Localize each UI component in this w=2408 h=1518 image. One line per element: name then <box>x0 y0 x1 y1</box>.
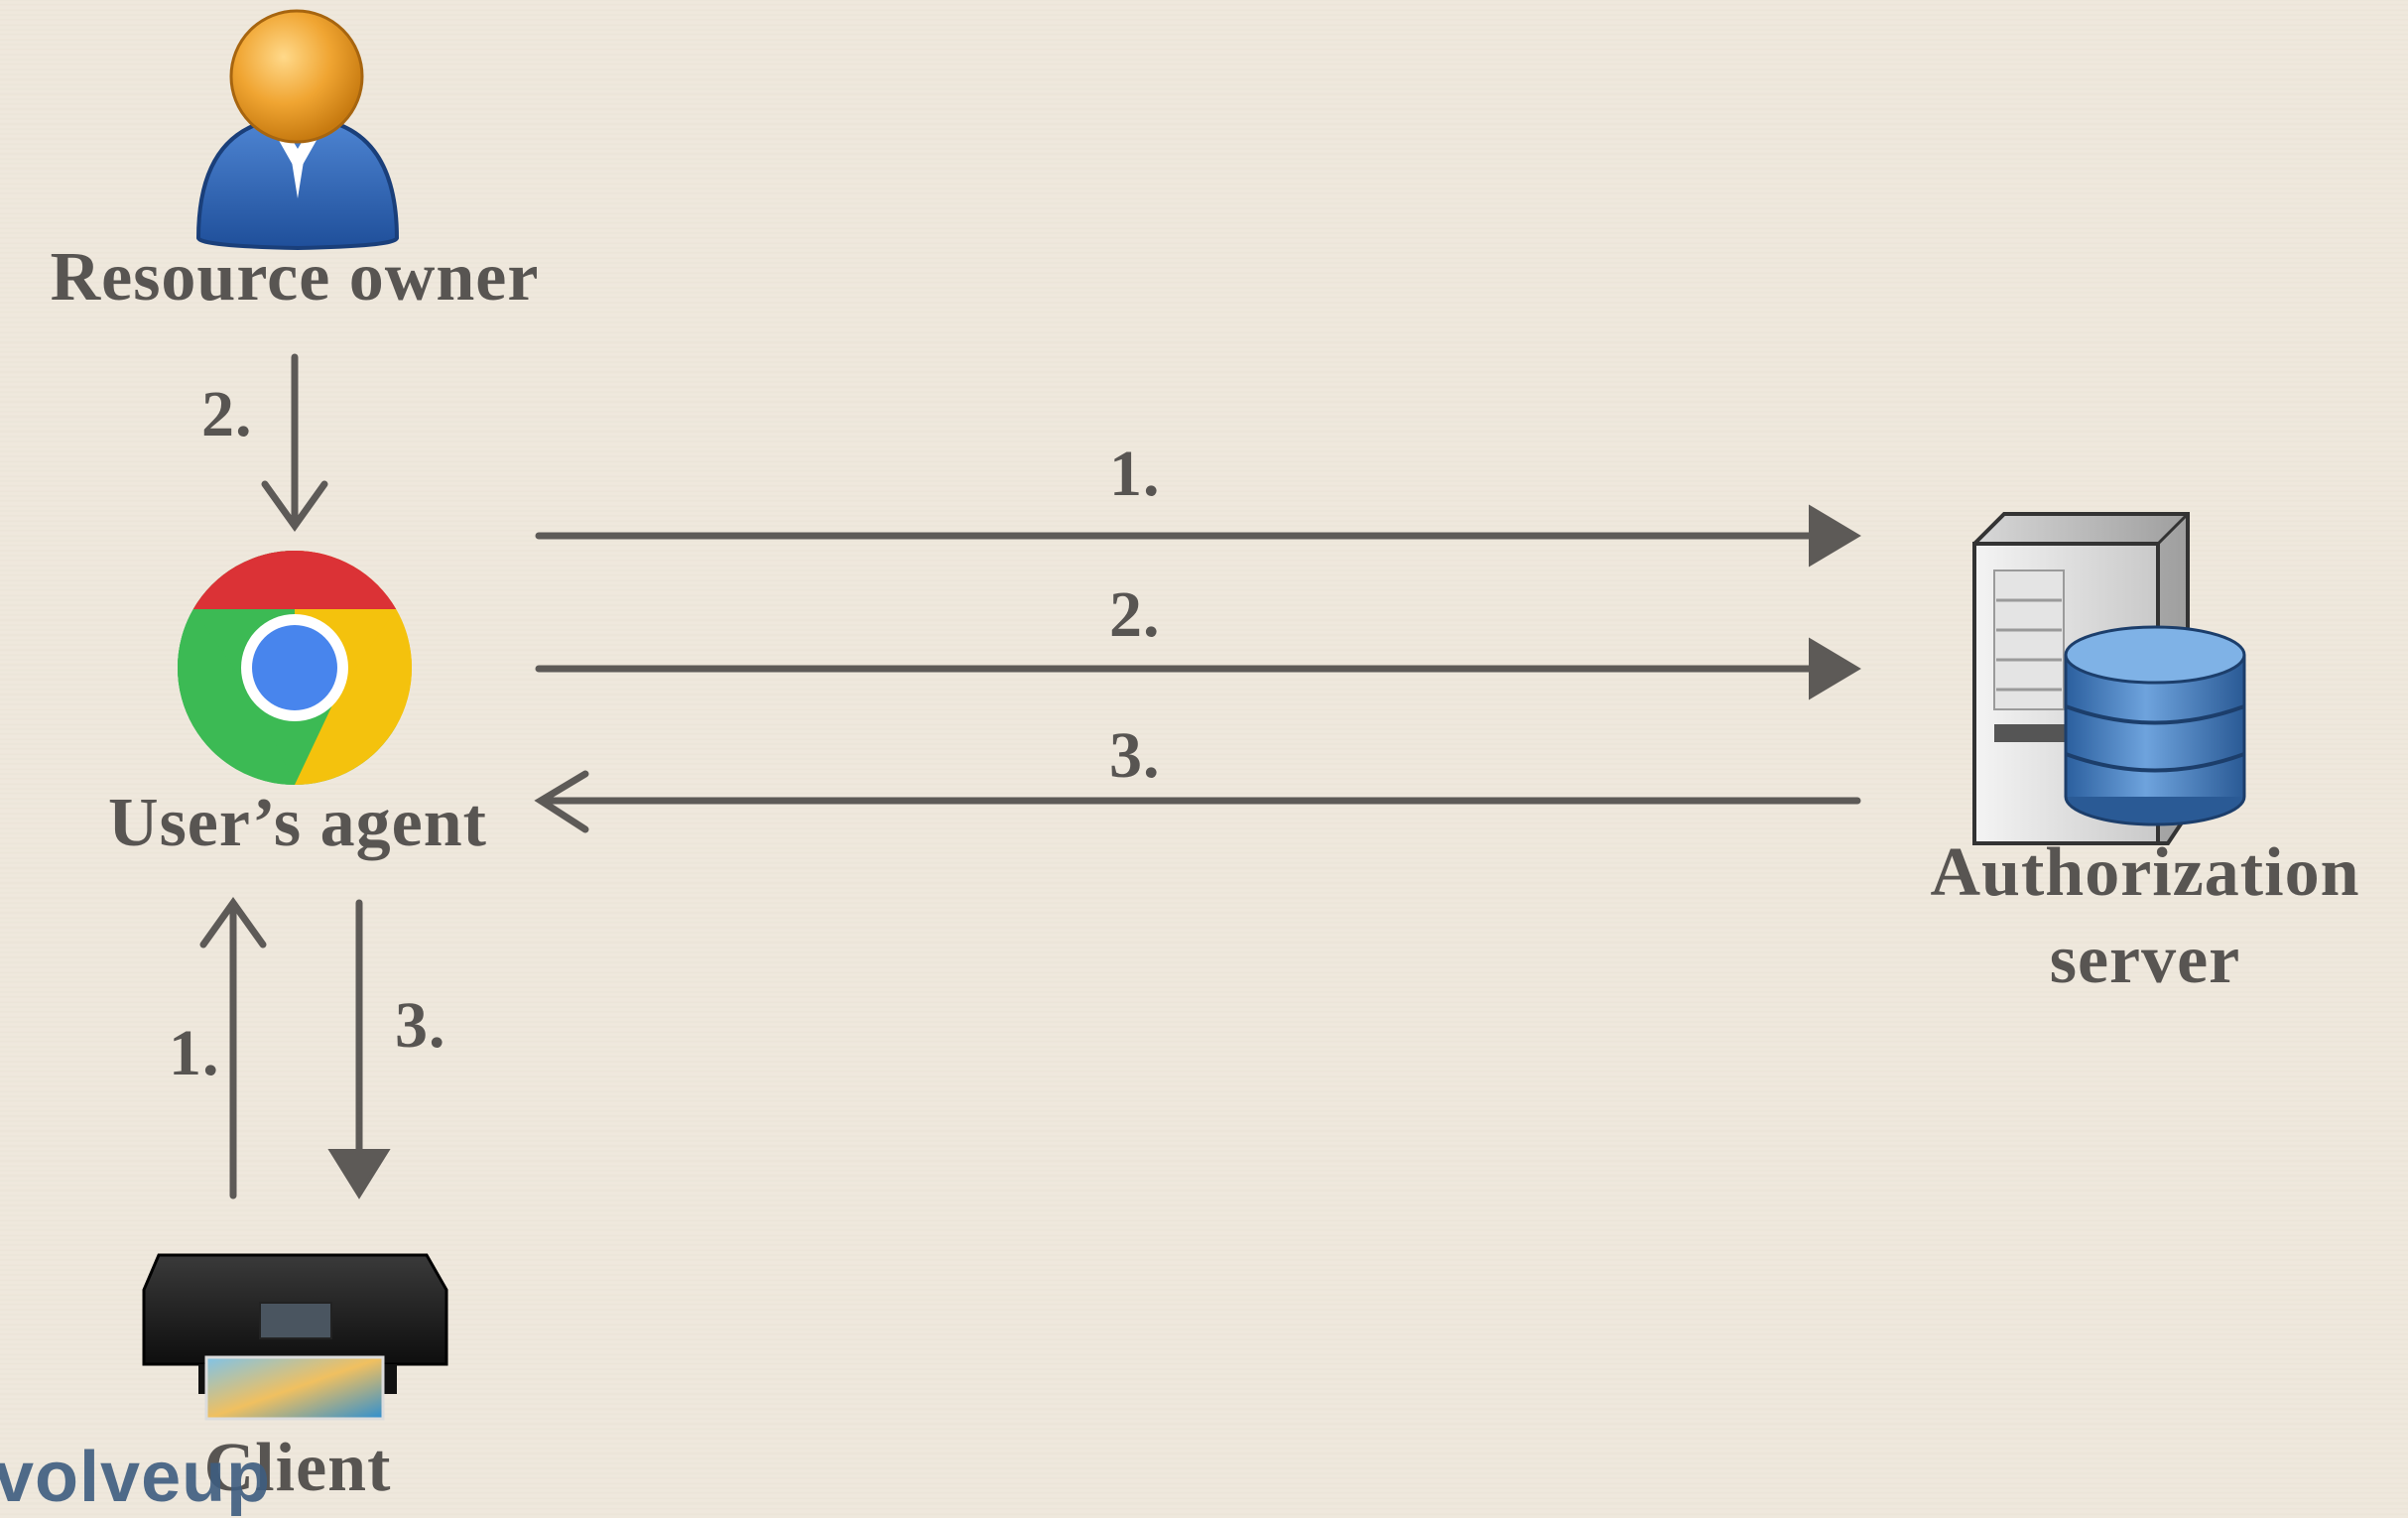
arrow-server-to-agent-3 <box>534 770 1861 833</box>
watermark-logo: volveup <box>0 1438 272 1517</box>
arrow-agent-to-client <box>327 899 391 1200</box>
step-label-owner-to-agent: 2. <box>201 378 253 450</box>
step-label-server-to-agent-3: 3. <box>1109 719 1161 792</box>
client-label: Client <box>203 1430 392 1506</box>
arrow-agent-to-server-2 <box>535 637 1861 700</box>
step-label-agent-to-server-2: 2. <box>1109 578 1161 651</box>
arrow-agent-to-server-1 <box>535 504 1861 568</box>
arrow-owner-to-agent <box>261 353 328 533</box>
arrows <box>199 353 1861 1200</box>
chrome-browser-icon <box>177 550 413 786</box>
printer-icon <box>142 1253 448 1421</box>
resource-owner-label: Resource owner <box>50 239 540 316</box>
arrow-client-to-agent <box>199 896 267 1200</box>
step-label-agent-to-client: 3. <box>395 989 446 1062</box>
person-icon <box>195 9 400 251</box>
auth-server-label-line2: server <box>2049 922 2241 998</box>
user-agent-label: User’s agent <box>108 785 487 861</box>
step-label-client-to-agent: 1. <box>169 1017 220 1089</box>
server-database-icon <box>1972 512 2246 845</box>
step-label-agent-to-server-1: 1. <box>1109 438 1161 510</box>
auth-server-label-line1: Authorization <box>1930 834 2360 911</box>
